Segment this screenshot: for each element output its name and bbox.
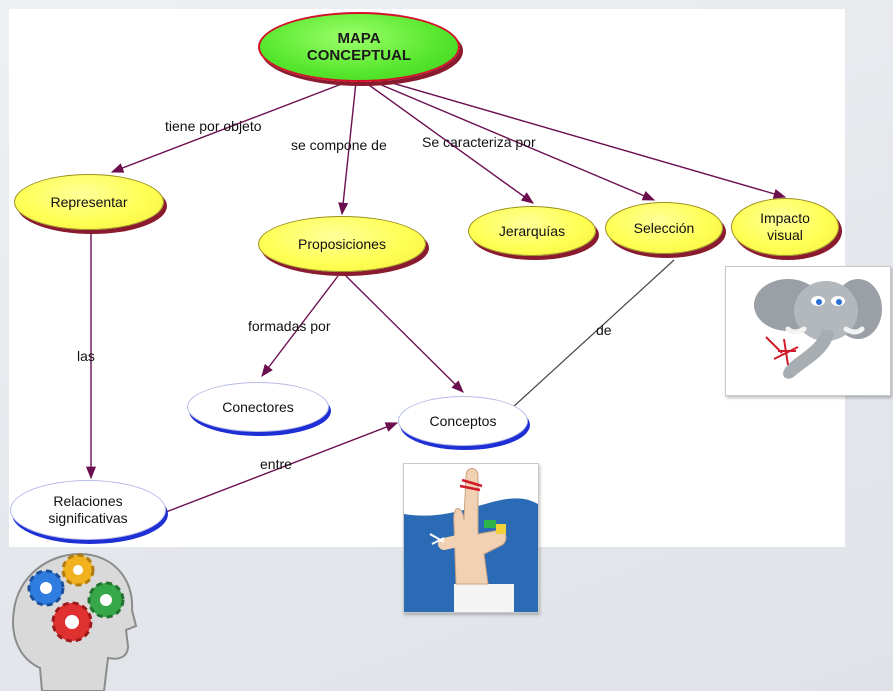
edge-root-representar xyxy=(110,79,353,173)
node-proposiciones-label: Proposiciones xyxy=(298,235,386,252)
node-seleccion: Selección xyxy=(605,202,723,254)
label-las: las xyxy=(77,348,95,364)
edge-root-impacto xyxy=(367,75,787,199)
label-entre: entre xyxy=(260,456,292,472)
label-tiene-por-objeto: tiene por objeto xyxy=(165,118,262,134)
elephant-with-string-icon xyxy=(754,279,882,379)
label-se-compone-de: se compone de xyxy=(291,137,387,153)
edge-relaciones-conceptos xyxy=(165,422,399,513)
node-mapa-conceptual-label: MAPA CONCEPTUAL xyxy=(306,30,412,64)
node-seleccion-label: Selección xyxy=(633,219,695,236)
node-representar-label: Representar xyxy=(50,193,128,210)
node-impacto-visual: Impacto visual xyxy=(731,198,839,256)
node-relaciones-significativas: Relaciones significativas xyxy=(10,480,166,540)
node-jerarquias-label: Jerarquías xyxy=(498,222,566,239)
diagram-panel xyxy=(9,9,845,547)
node-mapa-conceptual: MAPA CONCEPTUAL xyxy=(258,12,460,82)
elephant-image xyxy=(725,266,891,396)
node-conectores: Conectores xyxy=(187,382,329,432)
edge-root-proposiciones xyxy=(338,81,357,216)
label-se-caracteriza-por: Se caracteriza por xyxy=(422,134,536,150)
edge-root-jerarquias xyxy=(361,79,535,204)
node-conceptos: Conceptos xyxy=(398,396,528,446)
finger-image xyxy=(403,463,539,613)
node-conceptos-label: Conceptos xyxy=(429,412,497,429)
node-conectores-label: Conectores xyxy=(222,398,294,415)
edge-proposiciones-conceptos xyxy=(345,275,464,393)
head-with-gears-icon xyxy=(12,552,138,691)
label-formadas-por: formadas por xyxy=(248,318,331,334)
label-de: de xyxy=(596,322,612,338)
node-proposiciones: Proposiciones xyxy=(258,216,426,272)
node-representar: Representar xyxy=(14,174,164,230)
node-jerarquias: Jerarquías xyxy=(468,206,596,256)
finger-with-string-icon xyxy=(404,464,538,612)
edge-root-seleccion xyxy=(364,77,656,201)
edge-conceptos-seleccion xyxy=(511,259,675,409)
node-relaciones-label: Relaciones significativas xyxy=(48,493,128,526)
edge-proposiciones-conectores xyxy=(261,275,339,378)
node-impacto-visual-label: Impacto visual xyxy=(760,210,810,243)
